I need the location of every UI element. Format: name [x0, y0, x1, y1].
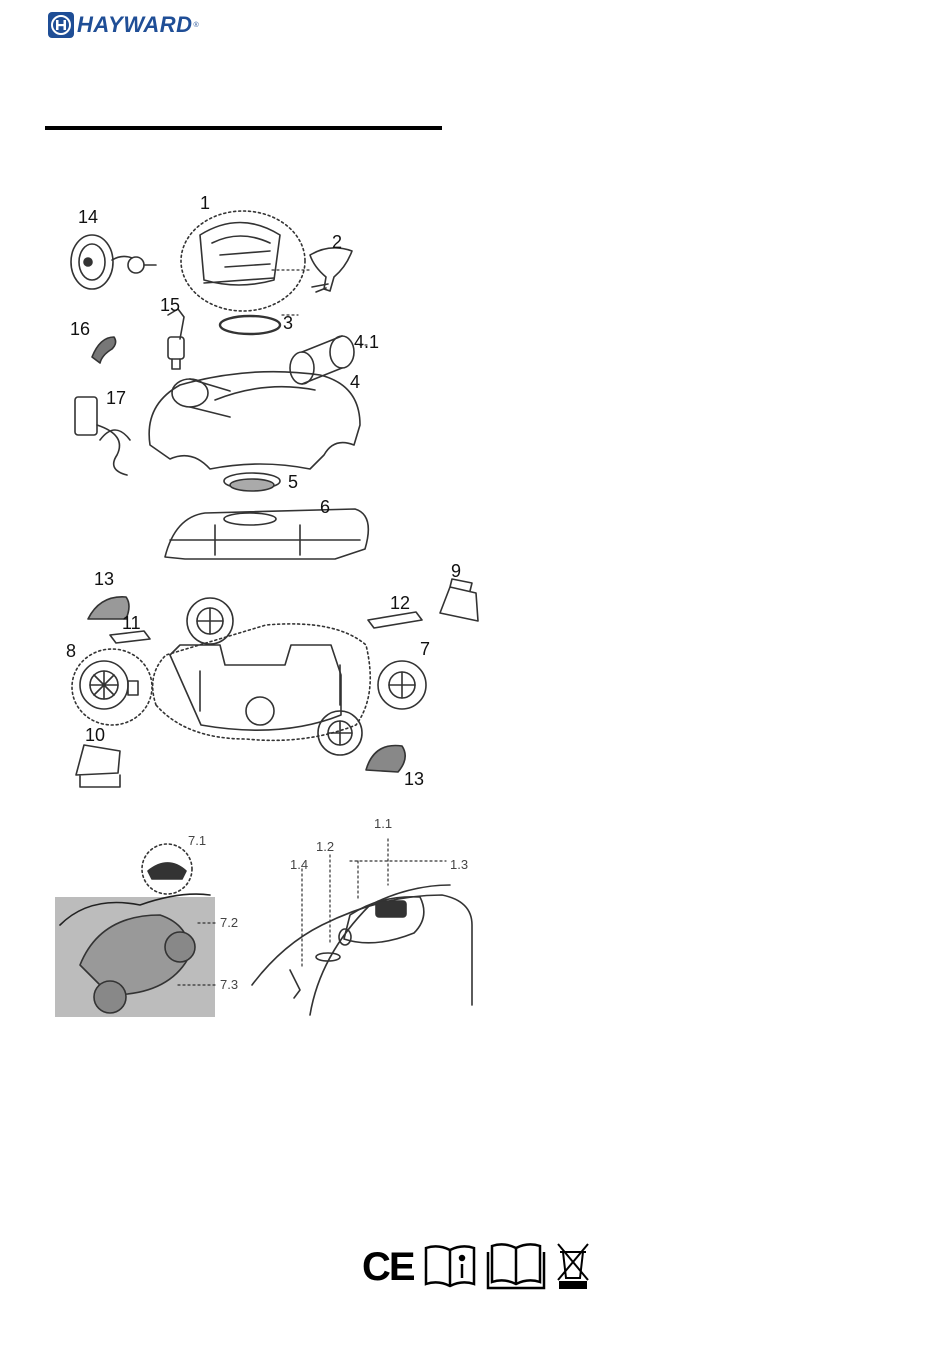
- part-3-o-ring-drawing: [220, 316, 280, 334]
- part-17-power-supply-drawing: [75, 397, 130, 475]
- label-part-13-top: 13: [94, 569, 114, 589]
- label-part-6: 6: [320, 497, 330, 517]
- label-part-7: 7: [420, 639, 430, 659]
- label-detail-1-4: 1.4: [290, 857, 308, 872]
- hayward-h-icon: [48, 12, 74, 38]
- detail-1-cover-drawing: [252, 839, 472, 1015]
- part-7-chassis-drawing: [153, 624, 371, 741]
- part-10-brush-drawing: [76, 745, 120, 787]
- part-16-clip-drawing: [92, 337, 116, 363]
- label-part-15: 15: [160, 295, 180, 315]
- label-part-4-1: 4.1: [354, 332, 379, 352]
- label-part-5: 5: [288, 472, 298, 492]
- label-part-16: 16: [70, 319, 90, 339]
- label-detail-7-1: 7.1: [188, 833, 206, 848]
- label-part-3: 3: [283, 313, 293, 333]
- part-1-top-cover-drawing: [181, 211, 305, 311]
- label-detail-7-3: 7.3: [220, 977, 238, 992]
- weee-crossed-bin-icon: [558, 1244, 588, 1288]
- ce-mark-icon: CE: [362, 1245, 415, 1289]
- part-5-impeller-drawing: [224, 473, 280, 491]
- label-detail-1-2: 1.2: [316, 839, 334, 854]
- label-part-10: 10: [85, 725, 105, 745]
- part-4-body-shell-drawing: [149, 372, 360, 469]
- label-part-14: 14: [78, 207, 98, 227]
- detail-7-brush-photo: [55, 844, 216, 1017]
- label-part-13-bottom: 13: [404, 769, 424, 789]
- registered-mark: ®: [194, 22, 199, 29]
- label-detail-1-1: 1.1: [374, 816, 392, 831]
- label-detail-1-3: 1.3: [450, 857, 468, 872]
- read-manual-icon: [488, 1244, 544, 1288]
- label-part-12: 12: [390, 593, 410, 613]
- part-14-handle-drawing: [71, 235, 156, 289]
- label-part-4: 4: [350, 372, 360, 392]
- label-detail-7-2: 7.2: [220, 915, 238, 930]
- label-part-2: 2: [332, 232, 342, 252]
- compliance-symbols: CE: [360, 1240, 600, 1290]
- wheel-bottom-drawing: [318, 711, 362, 755]
- wheel-right-drawing: [378, 661, 426, 709]
- part-6-housing-drawing: [165, 509, 368, 559]
- part-8-wheel-drawing: [72, 649, 152, 725]
- label-part-17: 17: [106, 388, 126, 408]
- label-part-1: 1: [200, 193, 210, 213]
- title-underline: [45, 126, 442, 130]
- part-13-side-cap-bottom-drawing: [366, 746, 405, 773]
- part-15-motor-drawing: [168, 309, 184, 369]
- part-9-brush-drawing: [440, 579, 478, 621]
- label-part-11: 11: [122, 613, 141, 633]
- hayward-logo: HAYWARD ®: [48, 11, 208, 39]
- label-part-9: 9: [451, 561, 461, 581]
- logo-text: HAYWARD: [77, 12, 193, 38]
- part-12-plate-drawing: [368, 612, 422, 628]
- read-instructions-info-icon: [426, 1246, 474, 1286]
- part-2-flap-drawing: [310, 248, 352, 292]
- exploded-parts-diagram: 14 1 2 15 3 16 4.1 4 17 5 6 9 13 12 11 8…: [40, 185, 490, 1025]
- part-4-1-filter-drawing: [290, 336, 354, 384]
- label-part-8: 8: [66, 641, 76, 661]
